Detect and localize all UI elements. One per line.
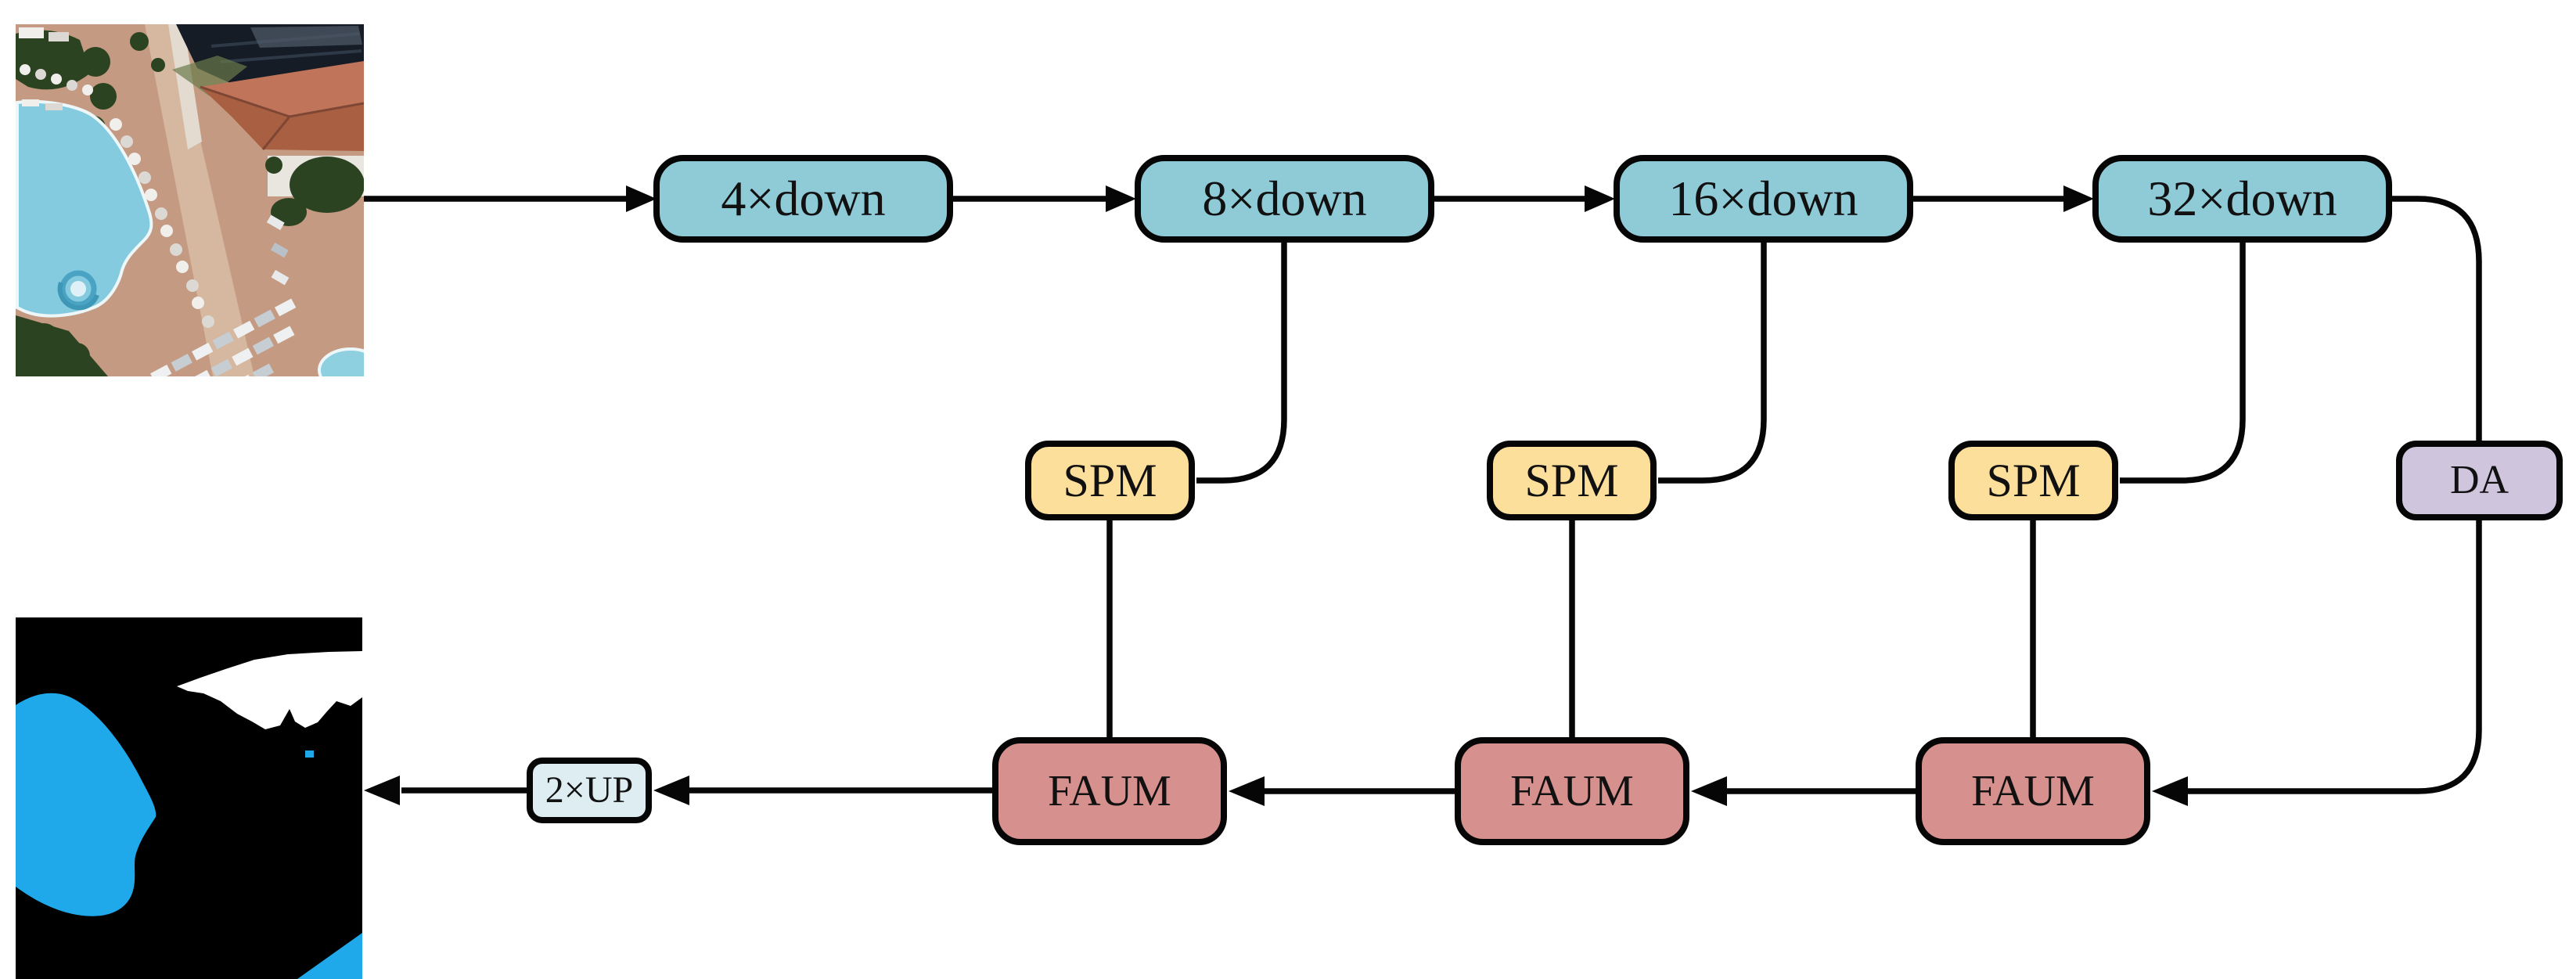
mask-pool-region	[16, 693, 157, 916]
pool-swirl-inner	[70, 281, 86, 297]
node-16x-down-label: 16×down	[1668, 171, 1858, 226]
path-upper	[168, 24, 202, 149]
node-spm-1-label: SPM	[1063, 455, 1157, 506]
node-4x-down-label: 4×down	[721, 171, 886, 226]
edge-da-to-faum3	[2186, 519, 2482, 794]
mask-pool-speck	[305, 750, 314, 758]
input-aerial-image	[16, 24, 364, 376]
trees	[16, 30, 364, 376]
node-faum-2-label: FAUM	[1510, 767, 1634, 815]
node-da-label: DA	[2449, 458, 2509, 502]
node-da: DA	[2396, 441, 2563, 520]
pool-corner	[318, 347, 364, 376]
roof-facet-bottom	[200, 87, 364, 151]
node-32x-down: 32×down	[2092, 155, 2392, 243]
node-32x-down-label: 32×down	[2147, 171, 2337, 226]
arrowheads	[364, 185, 2188, 806]
node-faum-3-label: FAUM	[1971, 767, 2095, 815]
edge-down32-to-spm3	[2120, 243, 2246, 484]
path-diagonal	[145, 24, 254, 376]
node-8x-down: 8×down	[1135, 155, 1434, 243]
camper-rows	[150, 298, 297, 376]
node-faum-3: FAUM	[1916, 737, 2150, 845]
edge-down32-to-da	[2392, 196, 2482, 442]
node-faum-1-label: FAUM	[1048, 767, 1171, 815]
node-faum-1: FAUM	[992, 737, 1227, 845]
node-spm-2: SPM	[1487, 441, 1657, 520]
grass-patch	[172, 56, 247, 96]
cars-right	[266, 214, 290, 286]
mask-building-region	[177, 651, 362, 729]
node-faum-2: FAUM	[1455, 737, 1689, 845]
edge-down8-to-spm1	[1196, 243, 1287, 484]
pool	[16, 99, 153, 318]
node-spm-2-label: SPM	[1524, 455, 1619, 506]
roof-facet-top	[200, 61, 364, 117]
node-16x-down: 16×down	[1614, 155, 1913, 243]
node-8x-down-label: 8×down	[1202, 171, 1367, 226]
mask-pool-corner	[297, 933, 362, 979]
node-2x-up-label: 2×UP	[545, 769, 634, 811]
gray-rooftop	[250, 26, 362, 48]
node-spm-3: SPM	[1948, 441, 2118, 520]
node-spm-1: SPM	[1025, 441, 1195, 520]
node-2x-up: 2×UP	[527, 758, 652, 823]
edge-down16-to-spm2	[1658, 243, 1767, 484]
umbrellas	[19, 27, 214, 328]
node-4x-down: 4×down	[653, 155, 953, 243]
node-spm-3-label: SPM	[1986, 455, 2081, 506]
output-segmentation-mask	[16, 617, 362, 979]
